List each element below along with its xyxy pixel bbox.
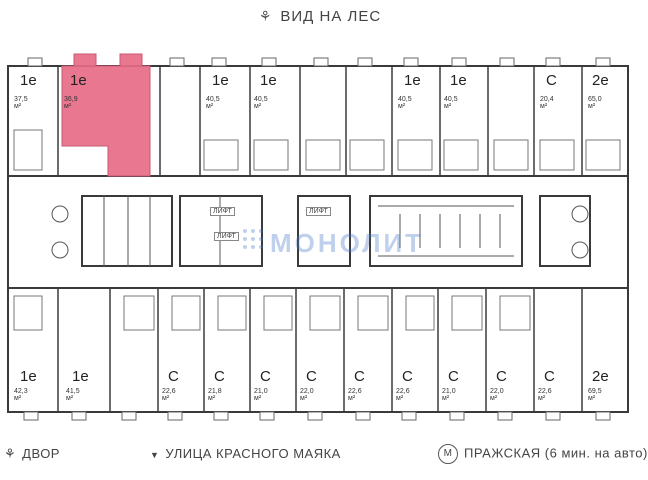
unit-area: 69,5 м² (588, 388, 602, 402)
unit-area: 22,6 м² (162, 388, 176, 402)
unit-area: 37,5 м² (14, 96, 28, 110)
metro-direction: М ПРАЖСКАЯ (6 мин. на авто) (438, 444, 648, 464)
unit-type: 2е (592, 368, 609, 385)
yard-direction: ⚘ ДВОР (4, 446, 60, 462)
unit-type: 1е (70, 72, 87, 89)
unit-area: 40,5 м² (206, 96, 220, 110)
unit-area: 41,5 м² (66, 388, 80, 402)
unit-type: С (546, 72, 557, 89)
lift-label: ЛИФТ (306, 207, 331, 216)
lift-label: ЛИФТ (214, 232, 239, 241)
unit-type: 1е (20, 72, 37, 89)
unit-type: 1е (404, 72, 421, 89)
unit-area: 22,6 м² (538, 388, 552, 402)
unit-area: 36,9 м² (64, 96, 78, 110)
unit-type: 2е (592, 72, 609, 89)
unit-type: С (260, 368, 271, 385)
unit-type: 1е (72, 368, 89, 385)
tree-icon: ⚘ (4, 446, 17, 461)
logo-mark-icon (243, 229, 263, 249)
unit-type: С (354, 368, 365, 385)
yard-label: ДВОР (22, 446, 60, 461)
unit-type: С (496, 368, 507, 385)
unit-area: 21,8 м² (208, 388, 222, 402)
unit-type: 1е (450, 72, 467, 89)
tree-icon: ⚘ (258, 8, 273, 24)
street-label: УЛИЦА КРАСНОГО МАЯКА (165, 446, 341, 461)
unit-area: 40,5 м² (254, 96, 268, 110)
metro-icon: М (438, 444, 458, 464)
unit-area: 22,6 м² (348, 388, 362, 402)
unit-type: С (168, 368, 179, 385)
unit-area: 40,5 м² (444, 96, 458, 110)
unit-type: С (544, 368, 555, 385)
street-direction: ▼ УЛИЦА КРАСНОГО МАЯКА (150, 446, 341, 461)
triangle-down-icon: ▼ (150, 450, 160, 460)
watermark-text: МОНОЛИТ (270, 228, 425, 258)
unit-area: 21,0 м² (442, 388, 456, 402)
selected-unit-highlight (61, 53, 151, 177)
lift-label: ЛИФТ (210, 207, 235, 216)
unit-type: 1е (260, 72, 277, 89)
unit-area: 22,6 м² (396, 388, 410, 402)
unit-area: 40,5 м² (398, 96, 412, 110)
unit-area: 20,4 м² (540, 96, 554, 110)
unit-area: 42,3 м² (14, 388, 28, 402)
unit-area: 21,0 м² (254, 388, 268, 402)
unit-type: С (402, 368, 413, 385)
unit-type: С (448, 368, 459, 385)
unit-area: 22,0 м² (300, 388, 314, 402)
unit-type: С (306, 368, 317, 385)
unit-area: 65,0 м² (588, 96, 602, 110)
unit-type: 1е (212, 72, 229, 89)
metro-label: ПРАЖСКАЯ (6 мин. на авто) (464, 445, 648, 461)
view-label-text: ВИД НА ЛЕС (280, 8, 382, 25)
unit-area: 22,0 м² (490, 388, 504, 402)
view-direction-label: ⚘ ВИД НА ЛЕС (0, 8, 640, 25)
unit-type: С (214, 368, 225, 385)
unit-type: 1е (20, 368, 37, 385)
